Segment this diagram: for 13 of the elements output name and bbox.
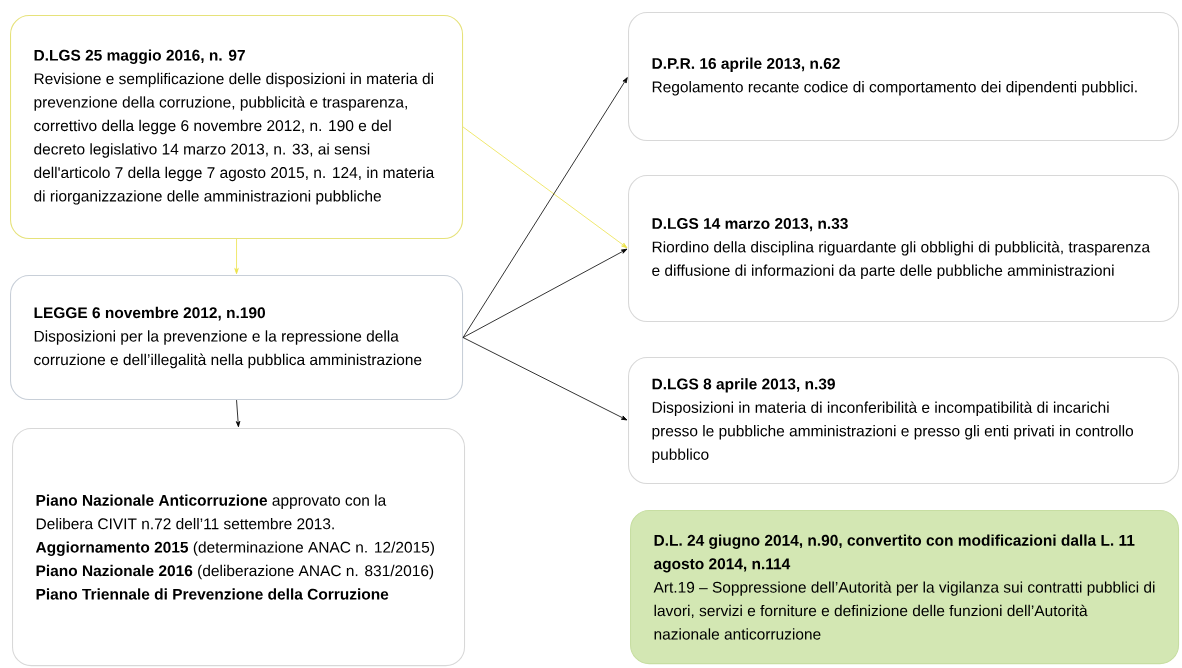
decree-box: D.LGS 25 maggio 2016, n. 97 Revisione e semplificazione delle disposizioni in materia di prevenzione della corruzione, pubblicità e trasparenza, correttivo della legge 6 novembre 2012, n. 190 e del decreto legislativo 14 marzo 2013, n. 33, ai sensi dell'articolo 7 della legge 7 agosto 2015, n. 124, in materia di riorganizzazione delle amministrazioni pubbliche: [10, 15, 464, 239]
plan-box: Piano Nazionale Anticorruzione approvato con la Delibera CIVIT n.72 dell’11 settembre 2013. Aggiornamento 2015 (determinazione ANAC n. 12/2015) Piano Nazionale 2016 (deliberazione ANAC n. 831/2016) Piano Triennale di Prevenzione della Corruzione: [12, 428, 466, 667]
law-box: LEGGE 6 novembre 2012, n.190 Disposizioni per la prevenzione e la repressione della corruzione e dell’illegalità nella pubblica amministrazione: [10, 275, 464, 401]
decree-box: D.LGS 8 aprile 2013, n.39 Disposizioni in materia di inconferibilità e incompatibilità di incarichi presso le pubbliche amministrazioni e presso gli enti privati in controllo pubblico: [628, 357, 1180, 485]
decree-box: D.L. 24 giugno 2014, n.90, convertito con modificazioni dalla L. 11 agosto 2014, n.114 Art.19 – Soppressione dell’Autorità per la vigilanza sui contratti pubblici di lavori, servizi e forniture e definizione delle funzioni dell’Autorità nazionale anticorruzione: [630, 510, 1180, 665]
arrow: [235, 399, 241, 428]
arrow: [462, 248, 628, 338]
decree-box: D.P.R. 16 aprile 2013, n.62 Regolamento recante codice di comportamento dei dipendenti pubblici.: [628, 12, 1180, 142]
arrow: [462, 77, 628, 338]
arrow: [462, 126, 628, 249]
decree-box: D.LGS 14 marzo 2013, n.33 Riordino della disciplina riguardante gli obblighi di pubblicità, trasparenza e diffusione di informazioni da parte delle pubbliche amministrazioni: [628, 175, 1180, 323]
arrow: [462, 337, 628, 421]
arrow: [234, 238, 239, 275]
